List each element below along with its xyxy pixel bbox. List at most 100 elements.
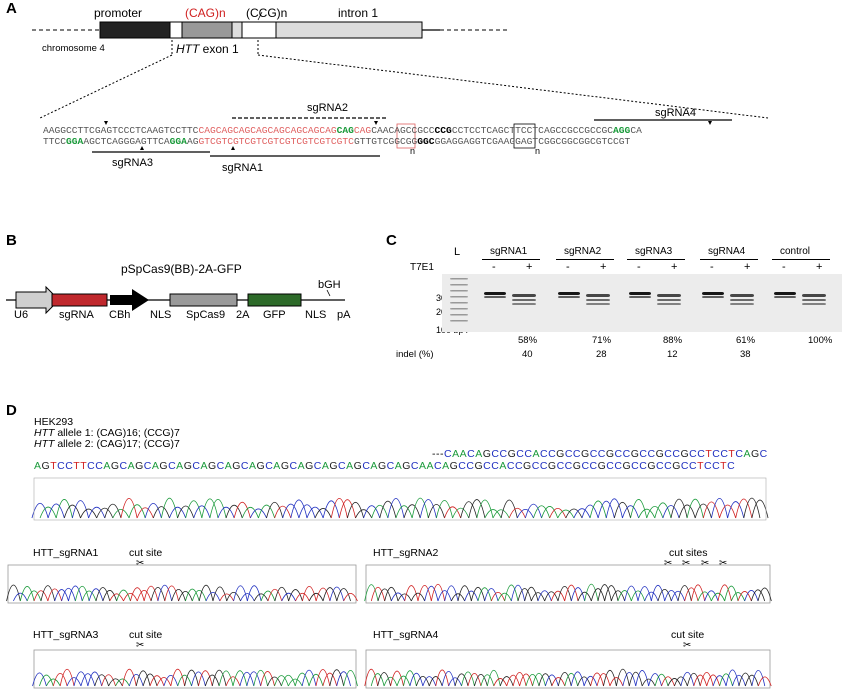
gel-cut-percent: 58% <box>518 335 538 346</box>
chromatogram-peak <box>40 585 56 602</box>
sequence-base: C <box>564 460 573 472</box>
chromatogram-peak <box>329 669 345 687</box>
sequence-base: G <box>597 460 607 472</box>
chromatogram-peak <box>377 672 391 687</box>
chromatogram-peak <box>686 672 701 687</box>
chromatogram-peak <box>702 501 720 519</box>
bottom-strand-segment: GTCGTCGTCGTCGTCGTCGTCGTC <box>198 136 337 147</box>
chromatogram-peak <box>249 508 267 519</box>
chromatogram-peak <box>717 584 732 602</box>
sequence-base: A <box>200 460 208 472</box>
cell-line-label: HEK293 <box>34 416 74 428</box>
chromatogram-peak <box>577 676 591 687</box>
chromatogram-peak <box>201 498 219 519</box>
chromatogram-peak <box>410 592 426 602</box>
chromatogram-peak <box>112 509 130 519</box>
sequence-base: C <box>95 460 104 472</box>
chromatogram-peak <box>564 672 579 687</box>
chromatogram-peak <box>732 674 746 687</box>
chromatogram-peak <box>662 505 680 519</box>
chromatogram-peak <box>314 508 332 519</box>
chromatogram-peak <box>551 677 566 687</box>
chromatogram-peak <box>347 501 364 519</box>
chromatogram-peak <box>530 592 546 602</box>
chromatogram-peak <box>395 505 413 519</box>
chromatogram-peak <box>581 504 599 519</box>
sequence-base: C <box>614 460 623 472</box>
allele1-label: HTT allele 1: (CAG)16; (CCG)7 <box>34 427 180 439</box>
chromatogram-peak <box>87 671 103 687</box>
sequence-base: G <box>110 460 120 472</box>
chromatogram-peak <box>31 502 49 519</box>
chromatogram-peak <box>549 507 567 519</box>
gel-lane-plus: + <box>526 261 533 273</box>
scissors-icon: ✂ <box>664 558 673 569</box>
chromatogram-peak <box>532 672 546 687</box>
trace-sgrna3-cut: cut site <box>129 629 163 641</box>
chromatogram-peak <box>504 584 519 602</box>
chromatogram-peak <box>130 587 145 602</box>
chromatogram-peak <box>364 668 379 687</box>
top-strand-segment: CCTCCTCAGCTTCCTCAGCCGCCGCCGC <box>451 125 614 136</box>
gel-band <box>802 299 826 301</box>
chromatogram-peak <box>577 591 592 602</box>
chromatogram-peak <box>454 673 469 687</box>
chromatogram-peak <box>745 674 759 687</box>
chromatogram-peak <box>419 499 437 519</box>
chromatogram-peak <box>149 675 165 687</box>
chromatogram-peak <box>322 672 338 687</box>
chromatogram-peak <box>712 675 727 687</box>
chromosome-label: chromosome 4 <box>42 43 105 54</box>
chromatogram-peak <box>570 671 585 687</box>
chromatogram-peak <box>457 585 472 602</box>
sequence-base: C <box>647 448 656 460</box>
trace-sgrna2-cut: cut sites <box>669 547 708 559</box>
chromatogram-peak <box>474 673 488 687</box>
sequence-base: C <box>539 448 549 460</box>
chromatogram-peak <box>404 585 419 602</box>
sequence-base: T <box>705 448 713 460</box>
sequence-base: C <box>539 460 548 472</box>
gel-band <box>774 292 796 295</box>
chromatogram-peak <box>26 590 42 602</box>
sequence-base: C <box>689 448 698 460</box>
chromatogram-peak <box>204 674 220 687</box>
chromatogram-peak <box>142 673 158 687</box>
chromatogram-peak <box>510 584 526 602</box>
sequence-base: C <box>514 460 524 472</box>
sequence-base: G <box>680 448 690 460</box>
sequence-base: C <box>524 448 533 460</box>
sequence-base: C <box>639 448 648 460</box>
chromatogram-peak <box>267 676 282 687</box>
chromatogram-peak <box>19 586 35 602</box>
sequence-base: T <box>728 448 736 460</box>
chromatogram-peak <box>144 502 162 519</box>
chromatogram-peak <box>628 671 643 687</box>
chromatogram-peak <box>468 499 486 519</box>
gel-band <box>629 292 651 295</box>
chromatogram-peak <box>294 672 310 687</box>
chromatogram-peak <box>205 592 221 602</box>
chromatogram-peak <box>32 672 47 687</box>
sequence-base: C <box>386 460 395 472</box>
spcas9-label: SpCas9 <box>186 309 226 321</box>
chromatogram-peak <box>724 585 739 602</box>
chromatogram-peak <box>427 503 445 519</box>
chromatogram-peak <box>637 586 652 602</box>
chromatogram-peak <box>115 678 130 687</box>
sequence-base: C <box>499 448 508 460</box>
sequence-base: C <box>622 448 631 460</box>
gel-group-label: sgRNA3 <box>635 246 673 257</box>
sequence-base: C <box>444 448 453 460</box>
bottom-strand-segment: GGC <box>417 136 435 147</box>
bottom-strand-segment: AG <box>186 136 199 147</box>
chromatogram-peak <box>470 586 486 602</box>
bottom-strand-segment: GTC <box>336 136 354 147</box>
chromatogram-peak <box>596 673 611 687</box>
chromatogram-peak <box>493 678 508 687</box>
sequence-base: C <box>688 460 698 472</box>
sequence-base: C <box>589 460 598 472</box>
sequence-base: T <box>720 460 728 472</box>
chromatogram-peak <box>116 589 131 602</box>
